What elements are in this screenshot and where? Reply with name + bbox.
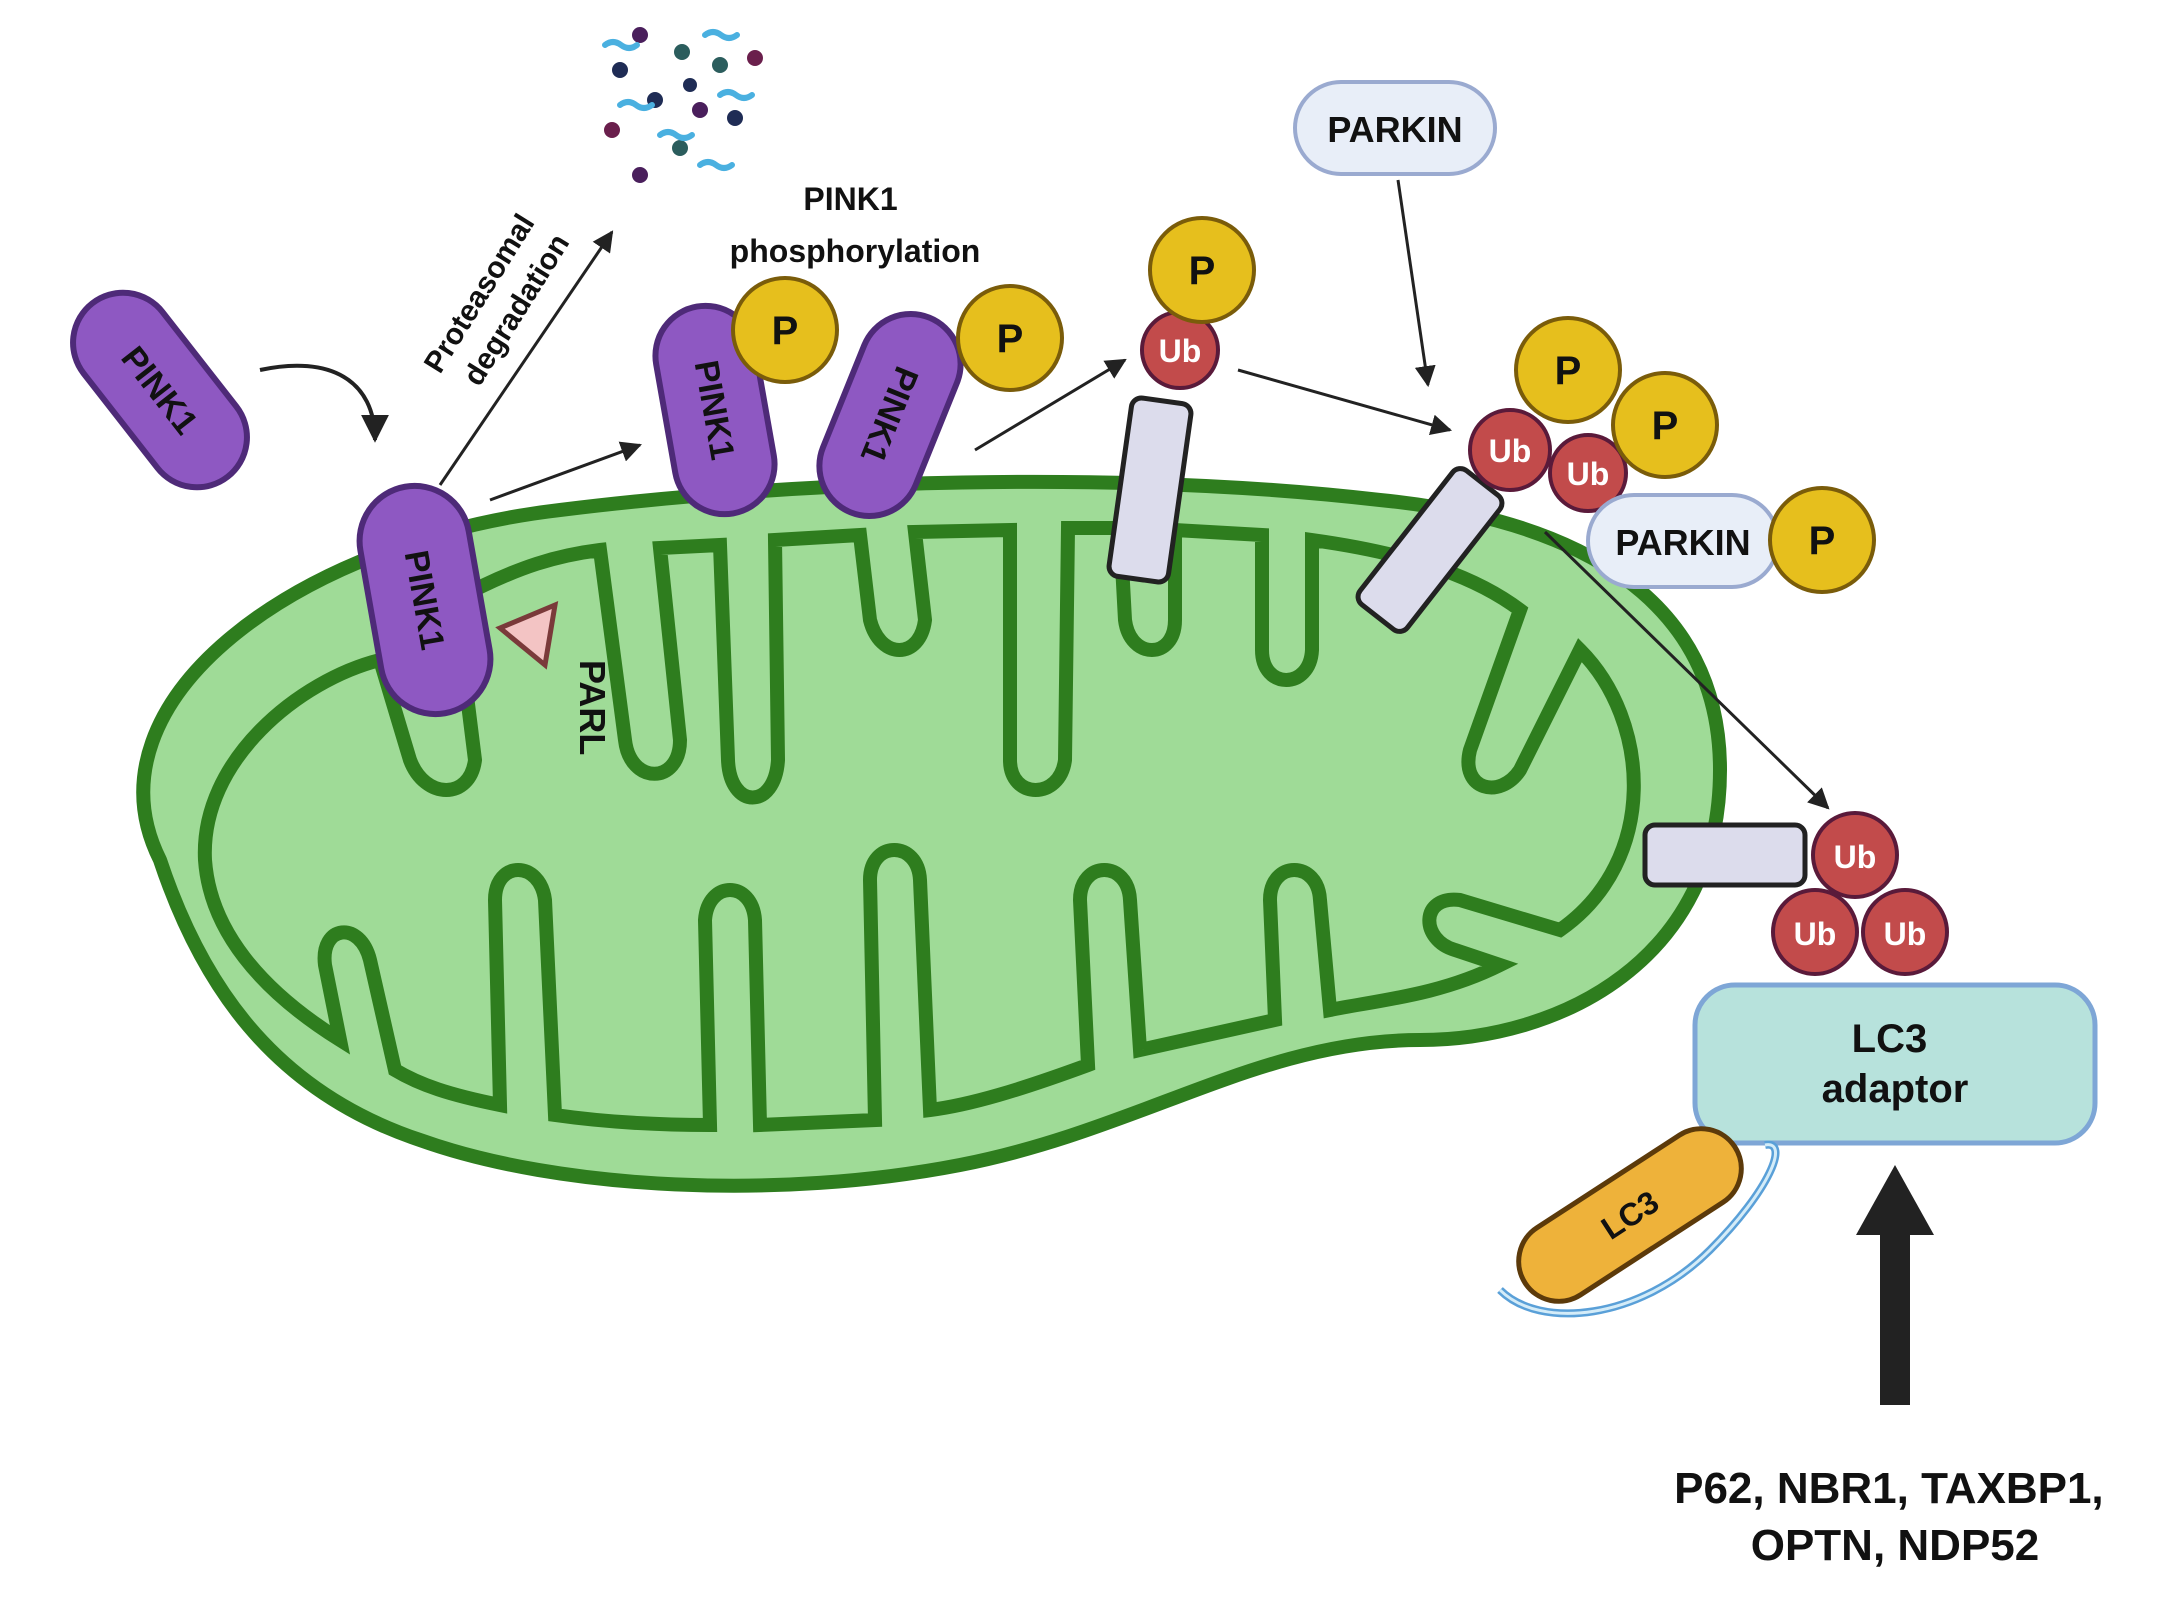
lc3-adaptor-label: LC3 adaptor [1822, 1017, 1969, 1111]
arrow-to-parkin-complex [1237, 368, 1453, 435]
thick-arrow-up [1856, 1165, 1934, 1405]
receptor-1 [1106, 395, 1194, 585]
phospho-5-label: P [1652, 404, 1679, 448]
ub-3: Ub [1548, 433, 1628, 513]
arrow-phosphorylation [489, 441, 642, 502]
ub-4: Ub [1811, 811, 1899, 899]
proteasomal-degradation-label: Proteasomal degradation [418, 201, 580, 399]
phospho-1: P [731, 276, 839, 384]
parkin-bound: PARKIN [1586, 493, 1780, 589]
ub-2: Ub [1468, 408, 1552, 492]
phospho-6-label: P [1809, 519, 1836, 563]
pink1-phosphorylation-label: PINK1 phosphorylation [730, 181, 981, 269]
ub-4-label: Ub [1834, 839, 1877, 875]
phospho-2-label: P [997, 317, 1024, 361]
parkin-cytosolic: PARKIN [1293, 80, 1497, 176]
pink1-membrane: PINK1 [356, 482, 494, 718]
curved-arrow-import [259, 363, 389, 443]
receptor-2 [1355, 466, 1505, 634]
parl-label: PARL [572, 660, 613, 755]
phospho-5: P [1611, 371, 1719, 479]
phospho-1-label: P [772, 309, 799, 353]
ub-6: Ub [1861, 888, 1949, 976]
phospho-3-label: P [1189, 249, 1216, 293]
parl-icon [495, 600, 559, 670]
parkin-cytosolic-label: PARKIN [1327, 109, 1462, 150]
ub-5-label: Ub [1794, 916, 1837, 952]
arrow-degradation [438, 230, 614, 486]
arrow-parkin-recruit [1396, 179, 1436, 388]
arrow-to-ub [974, 358, 1127, 452]
ub-2-label: Ub [1489, 433, 1532, 469]
phospho-4-label: P [1555, 349, 1582, 393]
adaptor-list-label: P62, NBR1, TAXBP1, OPTN, NDP52 [1674, 1464, 2116, 1570]
lc3-adaptor: LC3 adaptor [1692, 982, 2098, 1146]
phospho-3: P [1148, 216, 1256, 324]
ub-3-label: Ub [1567, 456, 1610, 492]
phospho-4: P [1514, 316, 1622, 424]
lc3-membrane: LC3 [1497, 1126, 1780, 1318]
degradation-fragments [602, 27, 763, 183]
phospho-6: P [1768, 486, 1876, 594]
ub-1-label: Ub [1159, 333, 1202, 369]
ub-6-label: Ub [1884, 916, 1927, 952]
pink1-cytosolic: PINK1 [70, 289, 250, 491]
pink1-phospho-2: PINK1 [816, 311, 964, 519]
receptor-3 [1642, 822, 1808, 888]
ub-5: Ub [1771, 888, 1859, 976]
parkin-bound-label: PARKIN [1615, 522, 1750, 563]
arrow-to-adaptor [1543, 530, 1830, 810]
phospho-2: P [956, 284, 1064, 392]
ub-1: Ub [1140, 310, 1220, 390]
mitochondrion-inner-membrane [197, 521, 1641, 1133]
